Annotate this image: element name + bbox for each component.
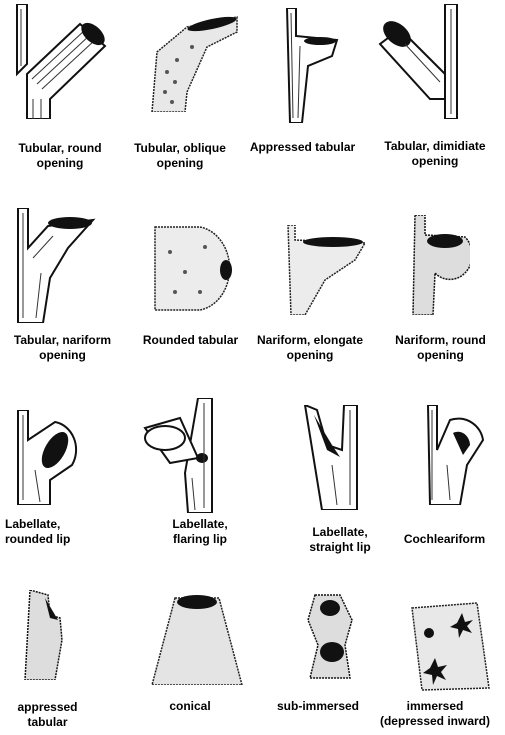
tubular-round-illustration: [5, 4, 115, 119]
caption-immersed: immersed (depressed inward): [370, 699, 500, 729]
caption-cochleariform: Cochleariform: [392, 532, 497, 547]
caption-tubular-dimidiate: Tabular, dimidiate opening: [370, 139, 500, 169]
tubular-oblique-illustration: [147, 12, 242, 112]
caption-rounded-tabular: Rounded tabular: [128, 333, 253, 348]
caption-labellate-straight: Labellate, straight lip: [300, 525, 380, 555]
caption-conical: conical: [155, 699, 225, 714]
tabular-nariform-illustration: [8, 208, 103, 323]
caption-tabular-nariform: Tabular, nariform opening: [5, 333, 120, 363]
caption-nariform-elongate: Nariform, elongate opening: [250, 333, 370, 363]
labellate-flaring-illustration: [140, 398, 230, 513]
appressed-tabular-1-illustration: [282, 8, 342, 123]
caption-appressed-tabular-2: appressed tabular: [10, 700, 85, 730]
caption-tubular-round: Tubular, round opening: [5, 141, 115, 171]
appressed-tabular-2-illustration: [20, 590, 75, 680]
caption-tubular-oblique: Tubular, oblique opening: [120, 141, 240, 171]
caption-appressed-tabular-1: Appressed tabular: [240, 140, 365, 155]
caption-sub-immersed: sub-immersed: [268, 699, 368, 714]
labellate-straight-illustration: [302, 405, 362, 510]
conical-illustration: [147, 590, 247, 685]
immersed-illustration: [407, 598, 492, 693]
rounded-tabular-illustration: [150, 222, 240, 312]
tubular-dimidiate-illustration: [375, 4, 475, 119]
caption-labellate-flaring: Labellate, flaring lip: [160, 517, 240, 547]
nariform-round-illustration: [405, 215, 470, 315]
nariform-elongate-illustration: [285, 225, 370, 315]
labellate-rounded-illustration: [10, 410, 85, 505]
sub-immersed-illustration: [300, 590, 360, 680]
caption-labellate-rounded: Labellate, rounded lip: [5, 517, 85, 547]
caption-nariform-round: Nariform, round opening: [378, 333, 503, 363]
cochleariform-illustration: [425, 405, 490, 505]
